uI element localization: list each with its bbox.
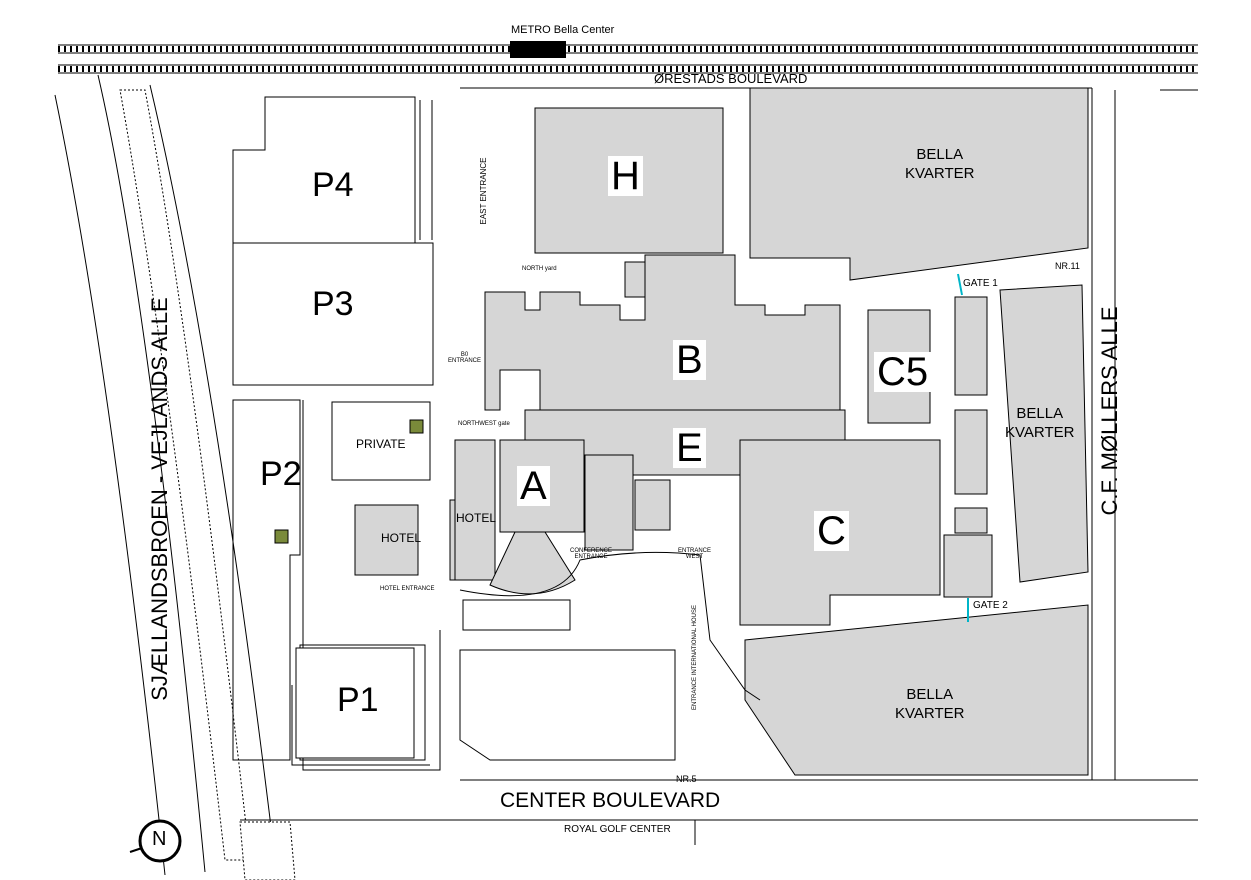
hall-a-label: A xyxy=(517,466,550,506)
street-south: CENTER BOULEVARD xyxy=(500,789,721,812)
west-road xyxy=(54,74,276,876)
metro-station xyxy=(510,41,566,58)
parking-p4: P4 xyxy=(312,166,354,204)
hotel-entrance-label: HOTEL ENTRANCE xyxy=(380,586,435,592)
bella-right xyxy=(999,284,1089,583)
hall-e-label: E xyxy=(673,428,706,468)
nr11-label: NR.11 xyxy=(1055,261,1080,271)
parking-sign-icon xyxy=(274,529,289,544)
golf-center-label: ROYAL GOLF CENTER xyxy=(564,824,671,835)
gate1-line xyxy=(957,273,963,296)
street-north: ØRESTADS BOULEVARD xyxy=(654,71,808,86)
west-hedge xyxy=(119,89,251,861)
bella-kvarter-right: BELLA KVARTER xyxy=(1005,405,1075,441)
east-entrance-label: EAST ENTRANCE xyxy=(479,157,488,225)
compass-icon xyxy=(129,819,182,863)
nr5-label: NR.5 xyxy=(676,774,697,784)
b0-entrance-label: B0 ENTRANCE xyxy=(448,352,482,364)
north-yard-label: NORTH yard xyxy=(522,266,557,272)
south-block xyxy=(459,649,676,761)
hotel-west-label: HOTEL xyxy=(381,531,422,545)
parking-p2: P2 xyxy=(260,455,302,493)
international-entrance-label: ENTRANCE INTERNATIONAL HOUSE xyxy=(692,604,698,710)
hall-h-label: H xyxy=(608,156,643,196)
gate1-label: GATE 1 xyxy=(963,278,998,289)
parking-outlines xyxy=(232,96,441,771)
street-east: C.F. MØLLERS ALLE xyxy=(1097,306,1122,516)
hall-b xyxy=(484,254,841,411)
south-block-2 xyxy=(462,599,571,631)
parking-p3: P3 xyxy=(312,285,354,323)
hotel-east-label: HOTEL xyxy=(456,511,497,525)
gate2-label: GATE 2 xyxy=(973,600,1008,611)
entrance-west-label: ENTRANCE WEST xyxy=(678,548,712,560)
bella-kvarter-top: BELLA KVARTER xyxy=(905,146,975,182)
metro-label: METRO Bella Center xyxy=(511,24,615,36)
conference-entrance-label: CONFERENCE ENTRANCE xyxy=(570,548,613,560)
hall-c-label: C xyxy=(814,511,849,551)
roads xyxy=(240,87,1198,845)
p1-block xyxy=(295,647,415,759)
hall-b-label: B xyxy=(673,340,706,380)
parking-p1: P1 xyxy=(337,681,379,719)
northwest-gate-label: NORTHWEST gate xyxy=(458,421,510,427)
parking-sign-icon xyxy=(409,419,424,434)
bella-top xyxy=(749,87,1089,281)
hall-c5-label: C5 xyxy=(874,352,932,392)
bella-kvarter-bottom: BELLA KVARTER xyxy=(895,686,965,722)
south-hedge xyxy=(239,821,296,880)
metro-tracks xyxy=(58,44,1198,74)
private-label: PRIVATE xyxy=(356,437,406,451)
street-west: SJÆLLANDSBROEN - VEJLANDS ALLE xyxy=(147,297,172,701)
compass-n-label: N xyxy=(152,828,167,850)
buildings xyxy=(354,87,1089,776)
walkway xyxy=(459,551,761,701)
hall-a-fan xyxy=(489,531,576,595)
